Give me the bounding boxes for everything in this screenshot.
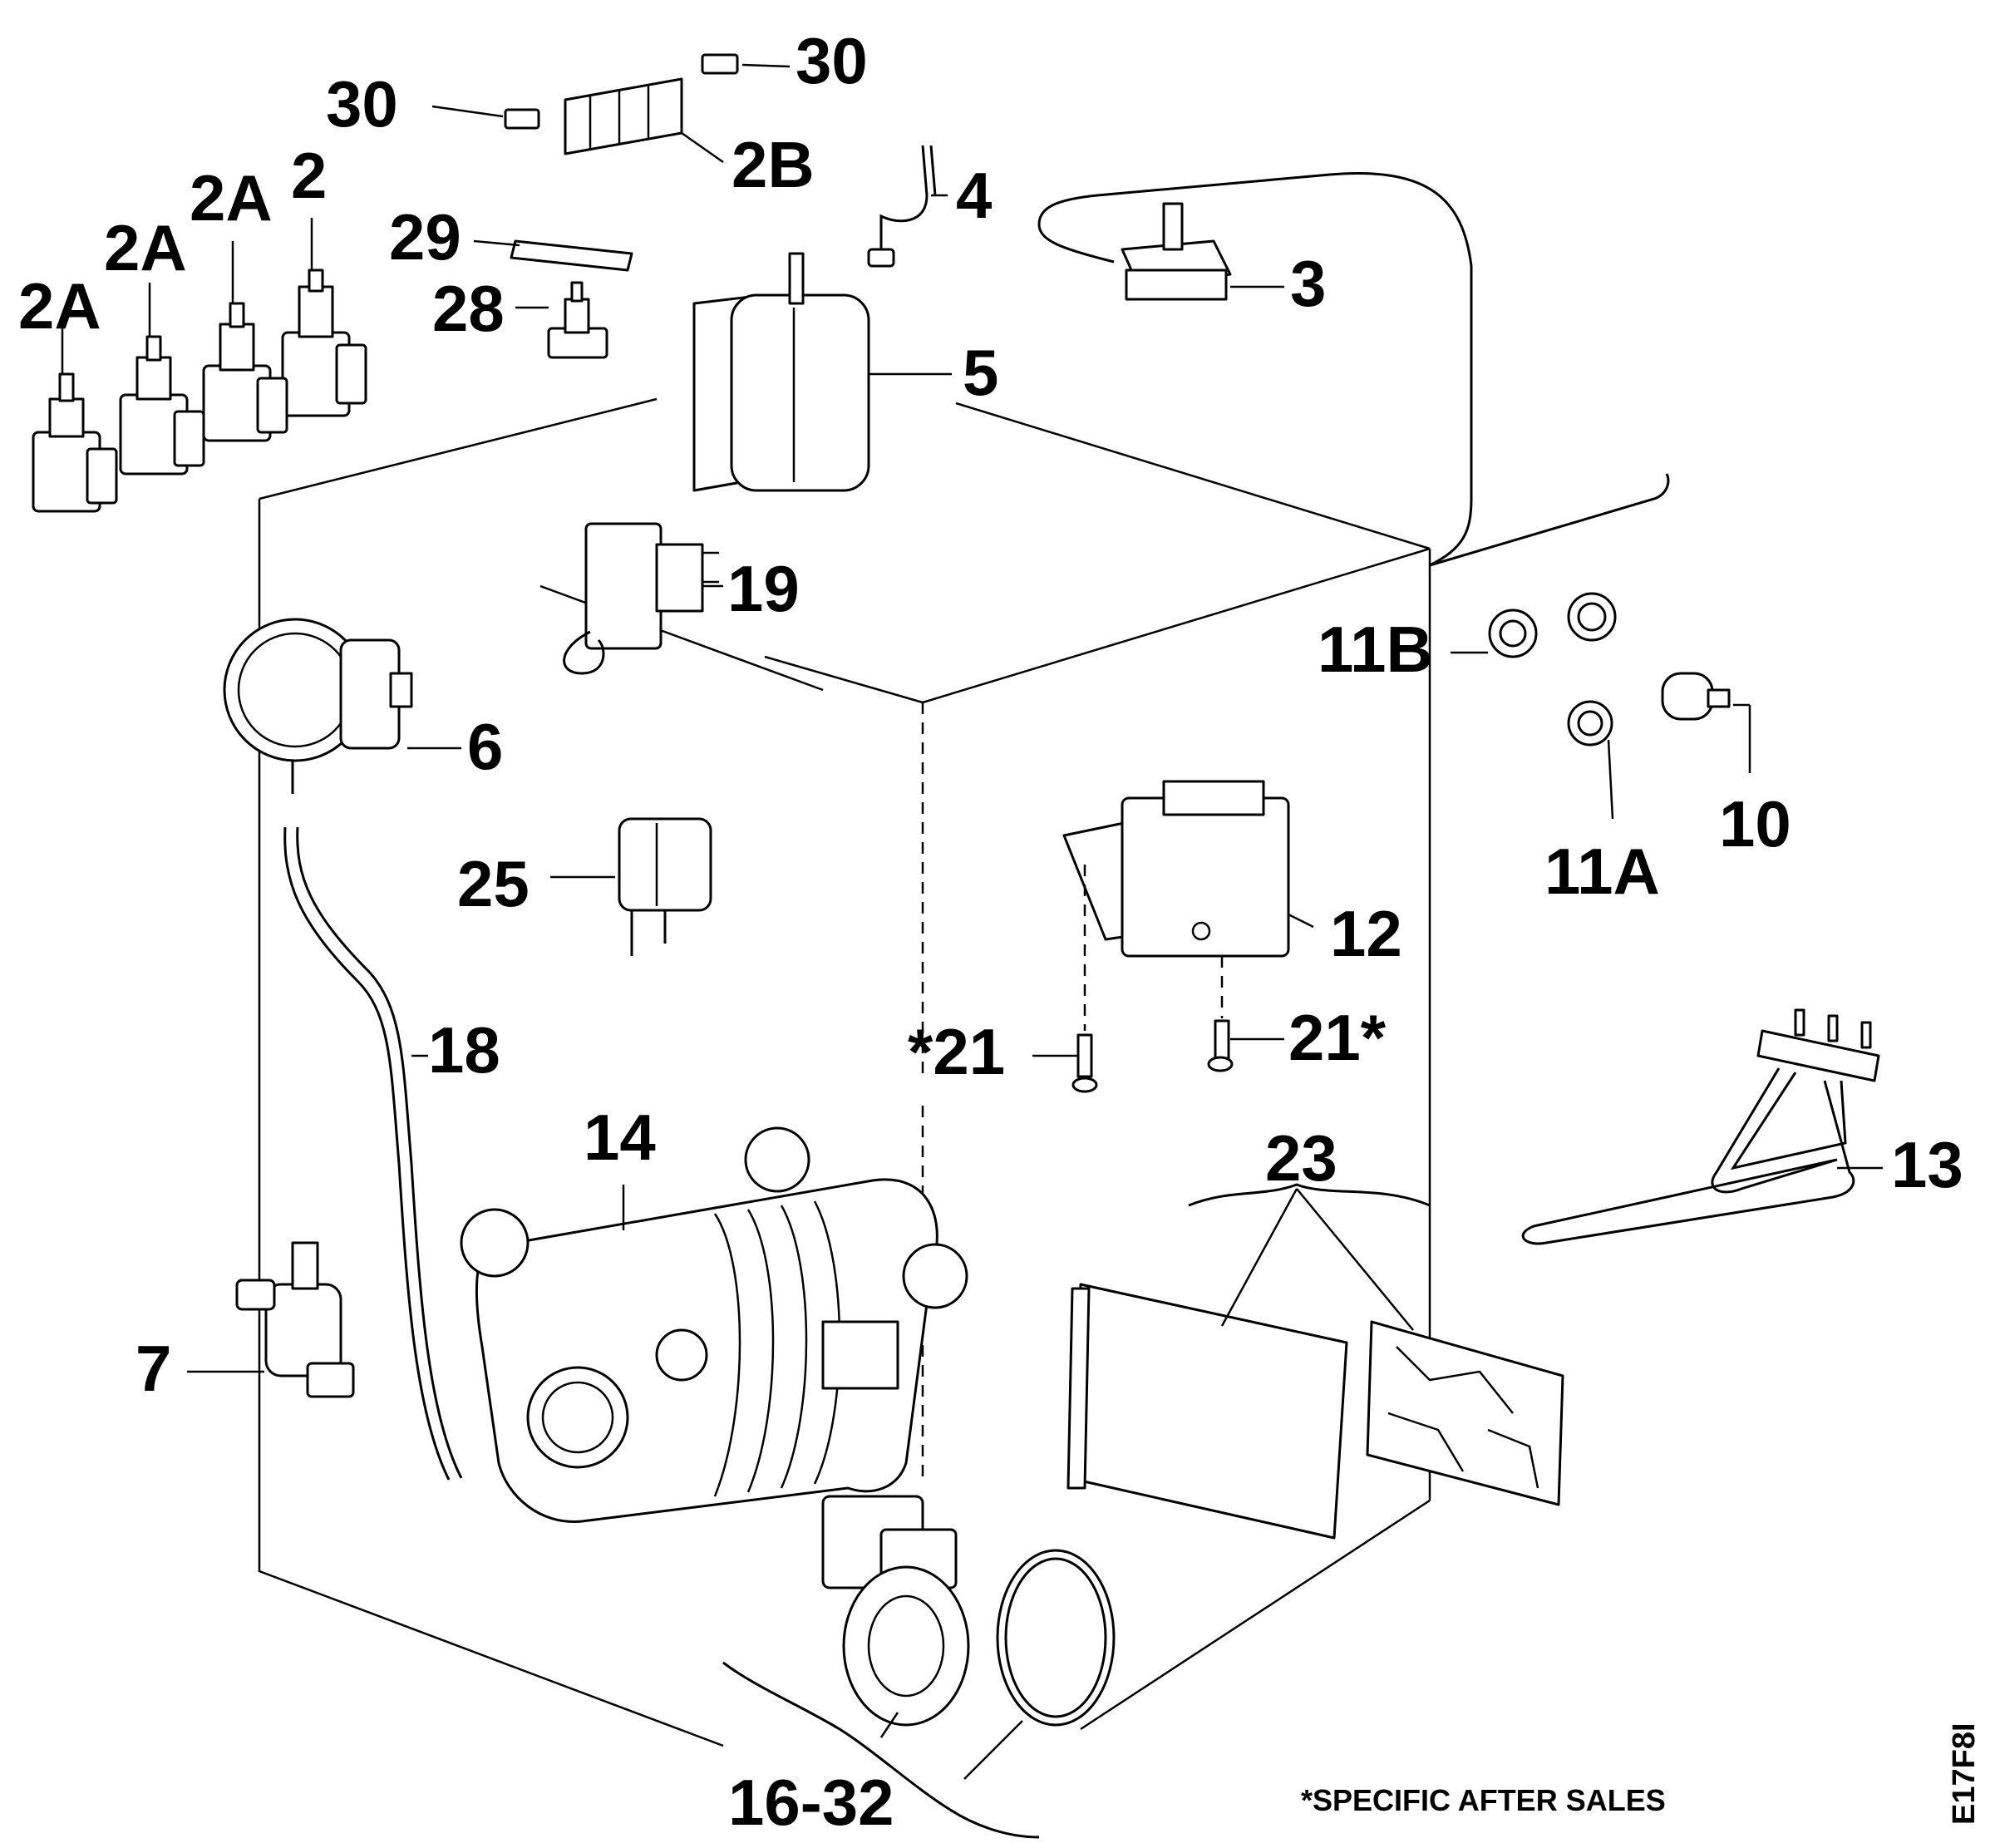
label-14: 14 [584, 1101, 656, 1174]
screw-21-left [1071, 865, 1098, 1093]
label-10: 10 [1719, 787, 1791, 860]
thermostat-bulb [1567, 592, 1617, 642]
heater-13 [1521, 1008, 1880, 1245]
label-2b: 2B [732, 128, 815, 201]
label-2a-3: 2A [190, 161, 273, 234]
module-12 [1062, 780, 1290, 1018]
pressure-switch-6 [223, 618, 413, 794]
bracket-16-32 [722, 1661, 1040, 1839]
switch-2a-3 [202, 302, 288, 442]
label-7: 7 [135, 1332, 171, 1405]
part-11a [1567, 700, 1613, 747]
label-19: 19 [727, 552, 800, 625]
timer-5 [692, 252, 870, 492]
switch-2 [281, 269, 367, 417]
clip-30-left [504, 108, 540, 130]
clip-30-right [701, 53, 739, 75]
label-21-right: 21* [1288, 1001, 1387, 1074]
label-25: 25 [457, 847, 530, 920]
door-lock-19 [563, 522, 719, 675]
label-2a-1: 2A [18, 269, 101, 342]
thermostat-3 [1037, 172, 1670, 567]
label-12: 12 [1330, 897, 1402, 970]
label-23: 23 [1265, 1121, 1337, 1195]
label-2: 2 [291, 139, 327, 212]
bracket-2b [564, 77, 683, 155]
label-5: 5 [963, 336, 998, 409]
label-30-right: 30 [796, 24, 868, 97]
part-labels: 30 30 2B 2 2A 2A 2A 29 28 4 3 5 19 6 11B… [18, 24, 1963, 1839]
label-6: 6 [467, 710, 503, 783]
label-4: 4 [956, 159, 992, 232]
part-11b [1488, 609, 1538, 658]
label-21-left: *21 [908, 1015, 1005, 1088]
sensor-4 [867, 145, 937, 268]
footnote-specific-after-sales: *SPECIFIC AFTER SALES [1301, 1783, 1666, 1817]
label-29: 29 [389, 200, 461, 274]
screw-21-right [1207, 1019, 1234, 1072]
label-16-32: 16-32 [728, 1766, 894, 1839]
label-30-left: 30 [326, 67, 398, 140]
filter-25 [618, 817, 712, 956]
seal-32 [996, 1549, 1116, 1727]
label-13: 13 [1891, 1128, 1963, 1201]
label-28: 28 [432, 272, 505, 345]
switch-2a-2 [119, 335, 205, 476]
valve-7 [235, 1241, 355, 1398]
label-2a-2: 2A [104, 211, 187, 284]
hose-18 [283, 826, 463, 1481]
diagram-code: E17F8I [1947, 1722, 1982, 1825]
label-3: 3 [1290, 247, 1326, 320]
bracket-23 [1188, 1183, 1431, 1331]
switch-2a-1 [32, 372, 118, 513]
potentiometer-28 [547, 281, 608, 359]
label-11b: 11B [1318, 613, 1433, 686]
board-23-frame [1066, 1283, 1348, 1540]
plate-29 [510, 239, 633, 272]
label-11a: 11A [1544, 835, 1660, 908]
part-10 [1661, 672, 1731, 721]
pump-16 [821, 1495, 970, 1727]
leader-lines [61, 63, 1883, 1373]
motor-14 [460, 1126, 968, 1523]
label-18: 18 [428, 1013, 500, 1087]
board-23-pcb [1366, 1320, 1564, 1506]
